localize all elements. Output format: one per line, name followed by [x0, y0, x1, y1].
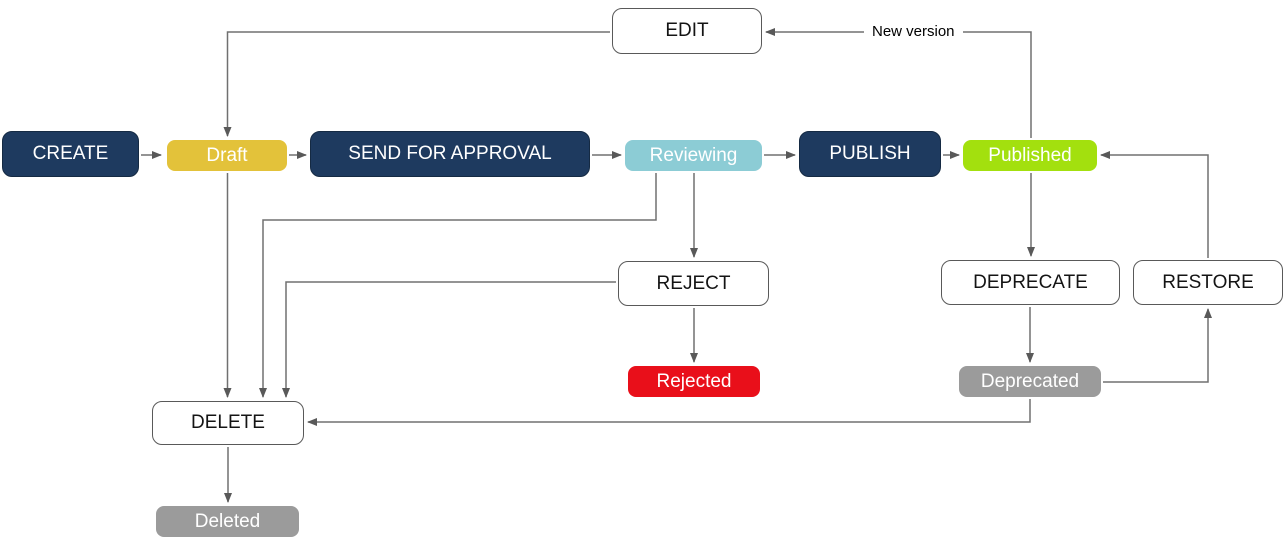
node-deleted-label: Deleted — [194, 510, 261, 532]
node-send-for-approval-label: SEND FOR APPROVAL — [348, 143, 552, 164]
node-deprecated-label: Deprecated — [980, 370, 1080, 392]
node-reject-label: REJECT — [656, 272, 731, 294]
node-rejected-label: Rejected — [656, 370, 732, 392]
node-create: CREATE — [2, 131, 139, 177]
node-create-label: CREATE — [32, 143, 109, 164]
edge-edit-draft — [223, 31, 610, 137]
node-reject: REJECT — [618, 261, 769, 306]
node-reviewing-label: Reviewing — [649, 144, 738, 166]
node-published: Published — [963, 140, 1097, 171]
node-draft-label: Draft — [206, 144, 248, 166]
node-rejected: Rejected — [628, 366, 760, 397]
edge-label-new-version: New version — [864, 22, 963, 42]
edge-restore-published — [1100, 151, 1209, 258]
node-published-label: Published — [988, 144, 1072, 166]
node-deprecated: Deprecated — [959, 366, 1101, 397]
edge-reviewing-delete — [259, 173, 657, 398]
node-delete: DELETE — [152, 401, 304, 445]
node-edit-label: EDIT — [665, 20, 709, 41]
edge-deprecated-delete — [307, 399, 1031, 426]
edge-published-edit-newversion — [765, 28, 1032, 138]
node-draft: Draft — [167, 140, 287, 171]
node-reviewing: Reviewing — [625, 140, 762, 171]
node-publish: PUBLISH — [799, 131, 941, 177]
node-deprecate-label: DEPRECATE — [973, 271, 1088, 293]
edge-reject-delete — [282, 281, 616, 398]
node-deprecate: DEPRECATE — [941, 260, 1120, 305]
node-send-for-approval: SEND FOR APPROVAL — [310, 131, 590, 177]
node-delete-label: DELETE — [191, 412, 265, 433]
node-deleted: Deleted — [156, 506, 299, 537]
node-edit: EDIT — [612, 8, 762, 54]
node-restore-label: RESTORE — [1162, 271, 1254, 293]
edge-deprecated-restore — [1103, 308, 1212, 383]
node-restore: RESTORE — [1133, 260, 1283, 305]
node-publish-label: PUBLISH — [829, 143, 911, 164]
